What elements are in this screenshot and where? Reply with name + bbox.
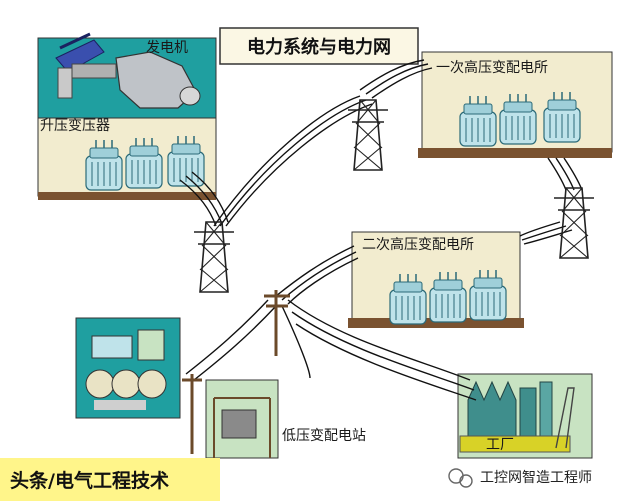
footer-banner: 头条/电气工程技术 xyxy=(0,458,220,501)
utility-pole-1 xyxy=(264,290,290,356)
watermark-label: 工控网智造工程师 xyxy=(480,470,592,486)
secondary-substation: 二次高压变配电所 xyxy=(348,231,524,328)
step-up-transformer-label: 升压变压器 xyxy=(40,118,110,134)
generator-station: 发电机 升压变压器 xyxy=(37,32,217,200)
utility-pole-2 xyxy=(182,374,202,454)
secondary-substation-label: 二次高压变配电所 xyxy=(362,236,474,253)
svg-text:电力系统与电力网: 电力系统与电力网 xyxy=(247,36,391,58)
consumer-building xyxy=(75,317,181,419)
transmission-tower-1 xyxy=(193,221,235,293)
primary-substation-label: 一次高压变配电所 xyxy=(436,59,548,76)
low-voltage-substation: 低压变配电站 xyxy=(205,379,366,459)
primary-substation: 一次高压变配电所 xyxy=(418,51,613,158)
generator-icon xyxy=(55,32,201,109)
transmission-tower-2 xyxy=(347,99,389,171)
factory: 工厂 xyxy=(457,373,593,459)
low-voltage-substation-label: 低压变配电站 xyxy=(282,428,366,444)
watermark: 工控网智造工程师 xyxy=(448,468,592,488)
factory-label: 工厂 xyxy=(486,437,514,453)
wechat-icon xyxy=(448,468,473,488)
generator-label: 发电机 xyxy=(146,40,188,56)
diagram-title: 电力系统与电力网 xyxy=(219,27,419,65)
footer-source-label: 头条/电气工程技术 xyxy=(10,469,169,492)
transmission-tower-3 xyxy=(553,187,595,259)
